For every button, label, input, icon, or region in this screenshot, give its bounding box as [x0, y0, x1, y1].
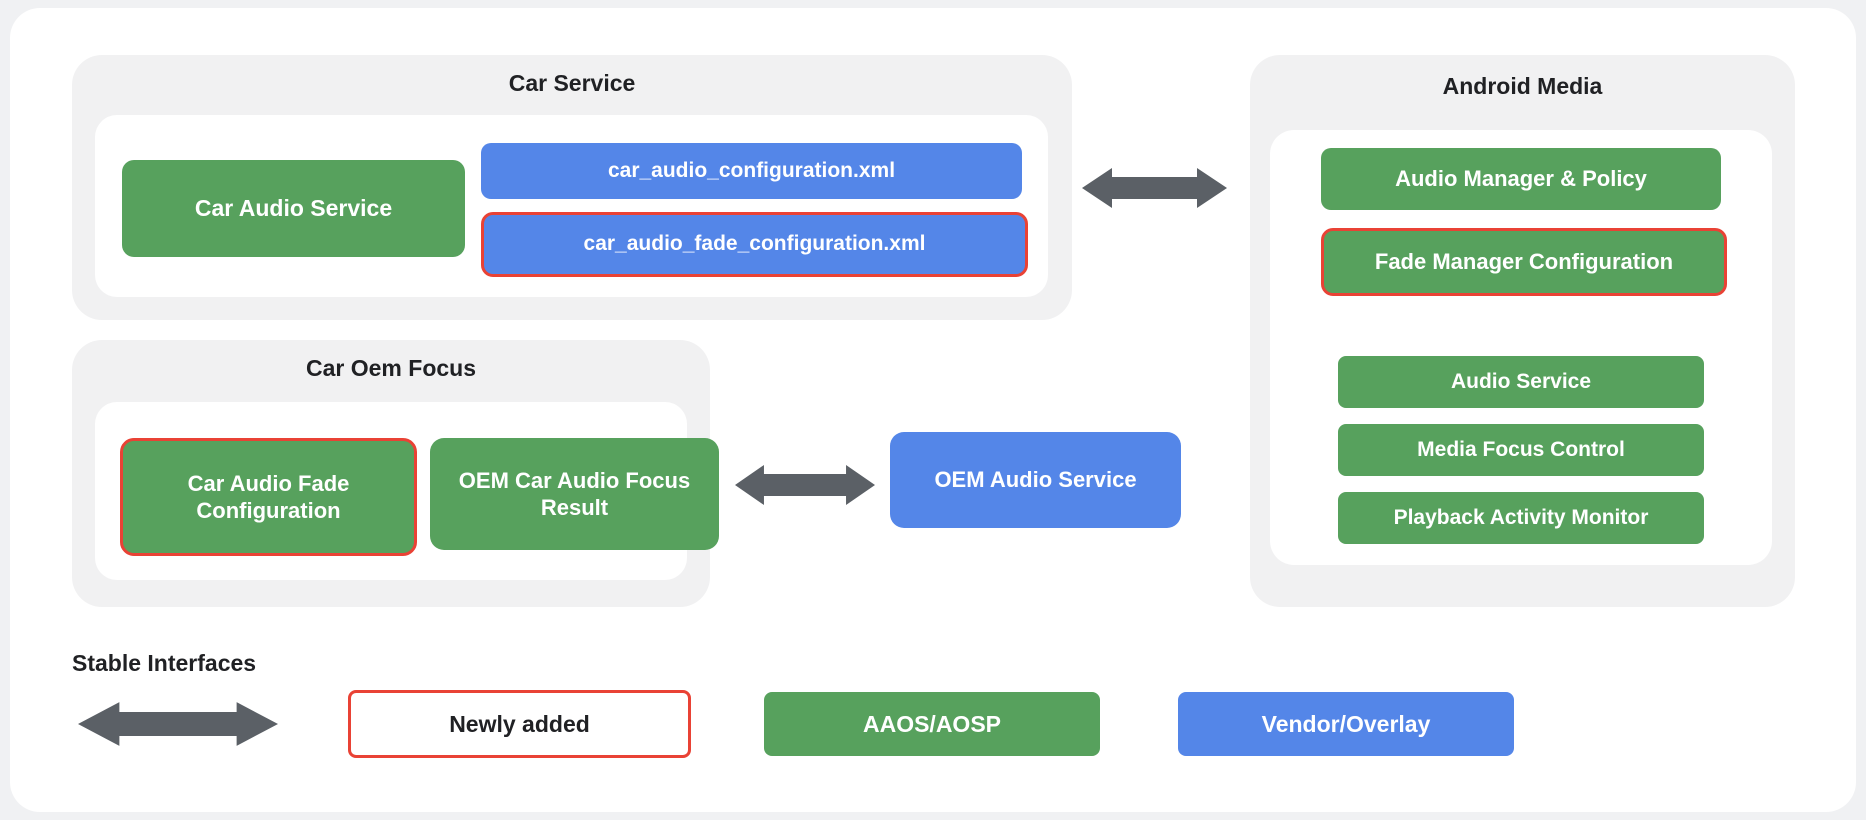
node-audio-service: Audio Service [1338, 356, 1704, 408]
node-car-audio-fade-configuration: Car Audio Fade Configuration [120, 438, 417, 556]
legend-stable-interfaces-label: Stable Interfaces [72, 650, 257, 676]
double-arrow-icon [735, 463, 875, 512]
legend-newly-added: Newly added [348, 690, 691, 758]
node-playback-activity-monitor: Playback Activity Monitor [1338, 492, 1704, 544]
node-car-audio-fade-configuration-xml: car_audio_fade_configuration.xml [481, 212, 1028, 277]
node-media-focus-control: Media Focus Control [1338, 424, 1704, 476]
legend-vendor-overlay: Vendor/Overlay [1178, 692, 1514, 756]
group-title-car-service: Car Service [508, 70, 636, 96]
node-oem-car-audio-focus-result: OEM Car Audio Focus Result [430, 438, 719, 550]
group-title-android-media: Android Media [1442, 73, 1603, 99]
node-car-audio-configuration-xml: car_audio_configuration.xml [481, 143, 1022, 199]
legend-double-arrow-icon [78, 700, 278, 753]
node-fade-manager-configuration: Fade Manager Configuration [1321, 228, 1727, 296]
node-car-audio-service: Car Audio Service [122, 160, 465, 257]
group-title-car-oem-focus: Car Oem Focus [306, 355, 476, 381]
node-oem-audio-service: OEM Audio Service [890, 432, 1181, 528]
node-audio-manager-policy: Audio Manager & Policy [1321, 148, 1721, 210]
legend-aaos-aosp: AAOS/AOSP [764, 692, 1100, 756]
double-arrow-icon [1082, 166, 1227, 215]
